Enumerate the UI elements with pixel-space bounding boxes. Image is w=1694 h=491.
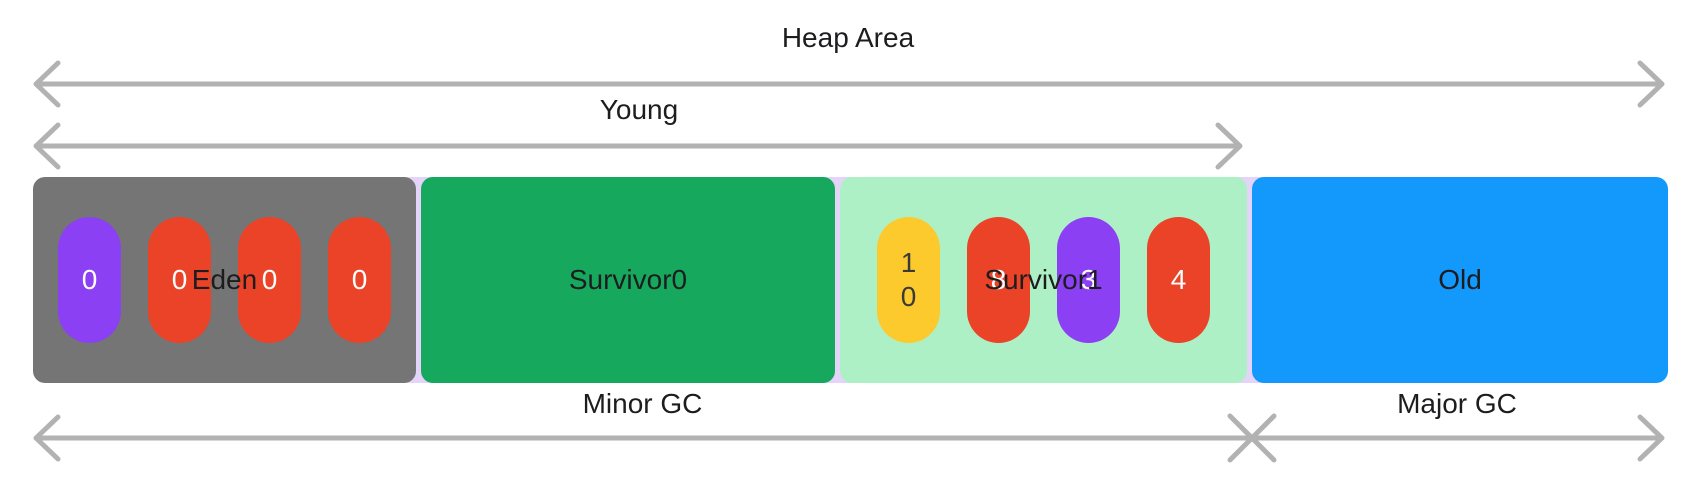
object-age-value: 0 xyxy=(81,264,98,296)
eden-object-pills: 0 0 0 0 xyxy=(33,177,416,383)
object-age-value: 0 xyxy=(261,264,278,296)
object-age-value: 10 xyxy=(900,247,917,312)
object-age-pill: 0 xyxy=(238,217,301,343)
object-age-pill: 8 xyxy=(967,217,1030,343)
object-age-pill: 0 xyxy=(148,217,211,343)
object-age-value: 8 xyxy=(990,264,1007,296)
survivor0-object-pills xyxy=(421,177,835,383)
object-age-value: 4 xyxy=(1170,264,1187,296)
object-age-pill: 0 xyxy=(58,217,121,343)
object-age-pill: 0 xyxy=(328,217,391,343)
object-age-pill: 3 xyxy=(1057,217,1120,343)
region-survivor0: Survivor0 xyxy=(421,177,835,383)
object-age-value: 0 xyxy=(351,264,368,296)
object-age-value: 0 xyxy=(171,264,188,296)
object-age-pill: 4 xyxy=(1147,217,1210,343)
minor-gc-label: Minor GC xyxy=(582,388,703,419)
young-arrow xyxy=(33,122,1243,170)
object-age-pill: 10 xyxy=(877,217,940,343)
heap-area-label: Heap Area xyxy=(781,22,915,53)
object-age-value: 3 xyxy=(1080,264,1097,296)
old-object-pills xyxy=(1252,177,1668,383)
gc-span-arrows xyxy=(33,413,1665,463)
survivor1-object-pills: 10 8 3 4 xyxy=(840,177,1247,383)
region-old: Old xyxy=(1252,177,1668,383)
heap-area-arrow xyxy=(33,60,1665,108)
major-gc-label: Major GC xyxy=(1397,388,1517,419)
young-label: Young xyxy=(599,94,679,125)
